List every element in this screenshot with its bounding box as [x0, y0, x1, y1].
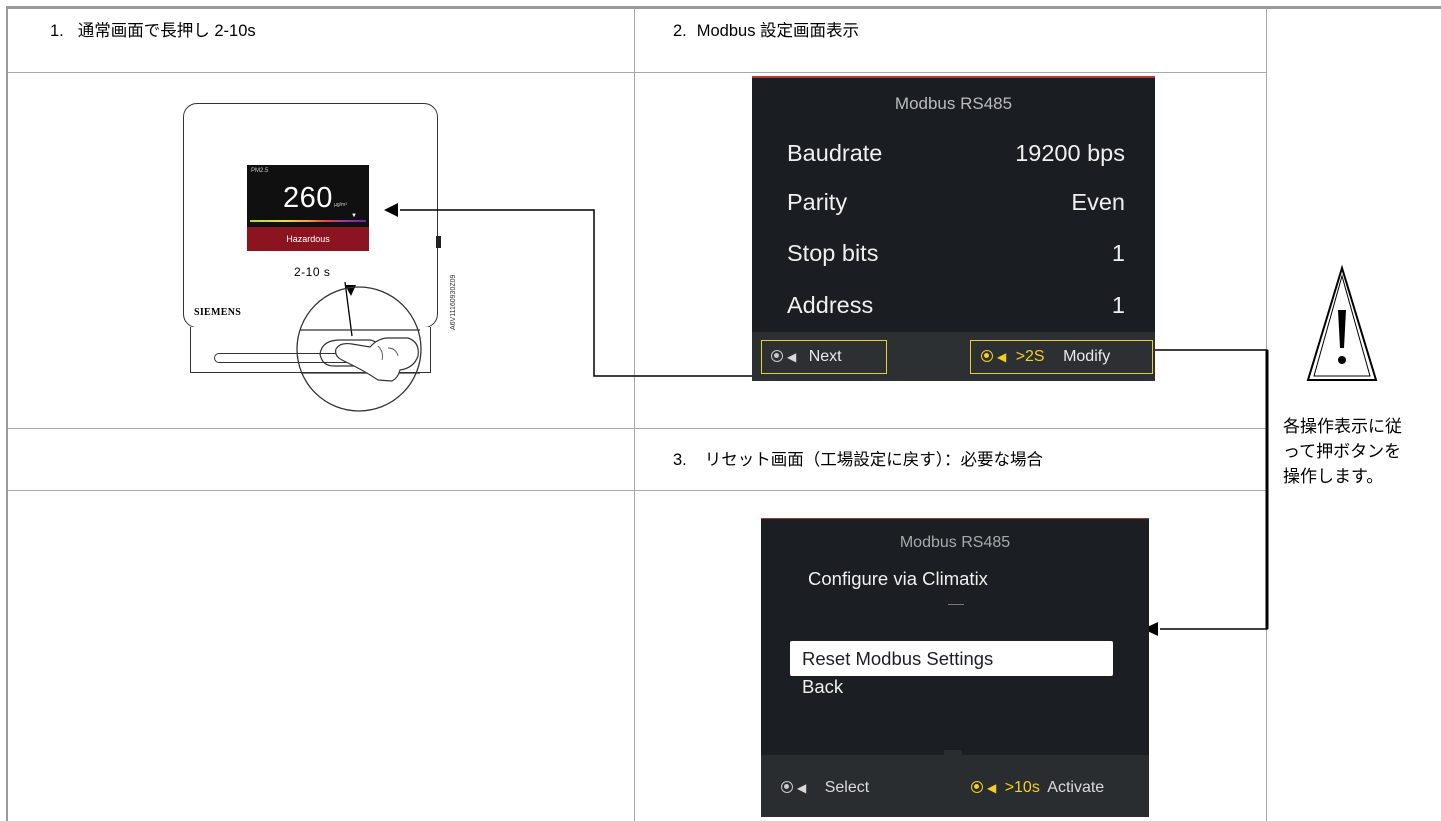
setting-value: Even — [1071, 189, 1125, 215]
screen-title: Modbus RS485 — [899, 534, 1011, 551]
screen-label: PM2.5 — [251, 168, 269, 174]
step-1-heading: 1. 通常画面で長押し 2-10s — [50, 21, 256, 41]
modify-label: Modify — [1063, 348, 1111, 365]
triangle-left-icon: ◀ — [787, 350, 797, 364]
setting-row-parity: Parity Even — [787, 189, 1125, 219]
setting-value: 1 — [1111, 292, 1125, 318]
status-band: Hazardous — [247, 227, 369, 251]
modbus-settings-screen: Modbus RS485 Baudrate 19200 bps Parity E… — [752, 76, 1155, 381]
next-button[interactable]: ◀ Next — [761, 340, 887, 374]
menu-separator — [948, 604, 964, 605]
setting-row-address: Address 1 — [787, 292, 1125, 322]
arrow-left-icon — [1143, 622, 1158, 636]
brand-logo: SIEMENS — [194, 307, 242, 318]
triangle-left-icon: ◀ — [797, 781, 807, 795]
modify-button[interactable]: ◀ >2S Modify — [970, 340, 1153, 374]
column-divider-1 — [634, 8, 635, 821]
screen-edge — [752, 76, 1155, 78]
hold-duration: >2S — [1015, 348, 1045, 365]
setting-value: 19200 bps — [1015, 140, 1125, 166]
radio-button-icon — [981, 350, 993, 362]
table-top-border — [6, 6, 1441, 9]
reset-screen: Modbus RS485 Configure via Climatix Rese… — [761, 518, 1149, 817]
triangle-left-icon: ◀ — [997, 350, 1007, 364]
step-text: 通常画面で長押し 2-10s — [77, 22, 256, 40]
step-2-heading: 2. Modbus 設定画面表示 — [673, 21, 859, 41]
row-divider-2 — [8, 428, 1266, 429]
setting-label: Address — [787, 292, 874, 318]
level-marker-icon: ▼ — [351, 213, 357, 219]
hold-duration: >10s — [1004, 779, 1040, 796]
row-divider-1 — [8, 72, 1266, 73]
screen-title: Modbus RS485 — [894, 94, 1013, 113]
step-number: 1. — [50, 22, 64, 40]
screen-unit: µg/m³ — [334, 202, 347, 208]
screen-footer: ◀ Next ◀ >2S Modify — [752, 332, 1155, 381]
table-left-border — [6, 6, 8, 821]
finger-icon — [335, 337, 419, 382]
setting-label: Baudrate — [787, 140, 883, 166]
warning-text: 各操作表示に従って押ボタンを操作します。 — [1283, 417, 1402, 486]
select-action[interactable]: ◀ Select — [781, 779, 869, 797]
step-3-heading: 3. リセット画面（工場設定に戻す）：必要な場合 — [673, 450, 1043, 470]
select-label: Select — [824, 779, 870, 796]
activate-action[interactable]: ◀ >10s Activate — [971, 779, 1104, 797]
side-button — [436, 236, 441, 248]
step-text: Modbus 設定画面表示 — [696, 22, 860, 40]
step-text: リセット画面（工場設定に戻す）：必要な場合 — [704, 451, 1044, 469]
menu-item-reset-selected[interactable]: Reset Modbus Settings — [790, 641, 1113, 676]
arrow-left-icon — [384, 203, 398, 217]
menu-item-configure[interactable]: Configure via Climatix — [808, 568, 988, 589]
radio-button-icon — [971, 781, 983, 793]
radio-button-icon — [771, 350, 783, 362]
device-screen: PM2.5 260 µg/m³ ▼ Hazardous — [247, 165, 369, 251]
next-label: Next — [808, 348, 842, 365]
zoom-circle — [296, 286, 422, 412]
setting-label: Stop bits — [787, 240, 879, 266]
radio-button-icon — [781, 781, 793, 793]
setting-value: 1 — [1111, 240, 1125, 266]
step-number: 2. — [673, 22, 687, 40]
row-divider-3 — [8, 490, 1266, 491]
level-scale-bar — [250, 220, 366, 222]
connector-line-2 — [1155, 349, 1268, 630]
activate-label: Activate — [1047, 779, 1105, 796]
setting-label: Parity — [787, 189, 848, 215]
screen-footer: ◀ Select ◀ >10s Activate — [761, 750, 1149, 817]
menu-item-back[interactable]: Back — [802, 676, 844, 697]
connector-line-1 — [400, 209, 752, 377]
screen-reading: 260 — [283, 182, 333, 214]
triangle-left-icon: ◀ — [987, 781, 997, 795]
step-number: 3. — [673, 451, 687, 469]
setting-row-stop-bits: Stop bits 1 — [787, 240, 1125, 270]
warning-triangle-icon — [1306, 264, 1378, 381]
footer-nub — [944, 750, 962, 755]
setting-row-baudrate: Baudrate 19200 bps — [787, 140, 1125, 170]
press-duration-label: 2-10 s — [294, 265, 331, 279]
screen-edge — [761, 518, 1149, 519]
